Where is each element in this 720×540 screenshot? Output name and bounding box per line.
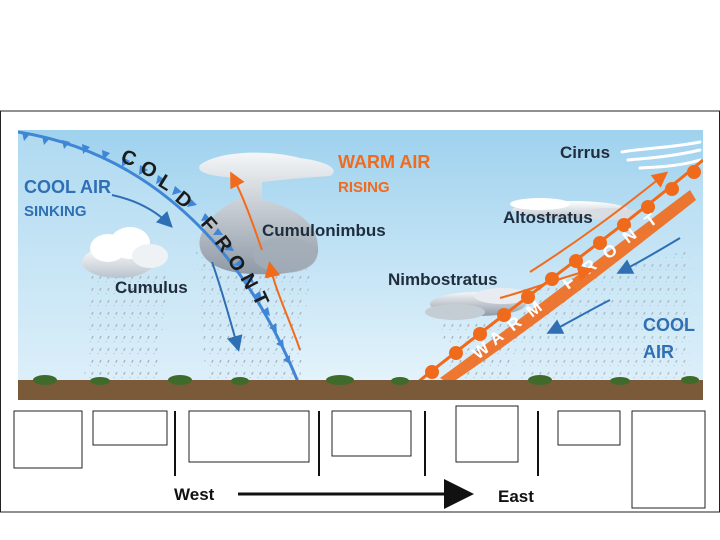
answer-box-2[interactable] [92, 410, 168, 446]
airflow-arrows [111, 171, 681, 352]
cold-front-line [18, 130, 300, 382]
cumulus-cloud [82, 227, 168, 278]
answer-box-3[interactable] [188, 410, 310, 463]
warm-front-band [440, 190, 696, 382]
ground-shrubs [33, 375, 699, 385]
cirrus-cloud [620, 140, 702, 170]
cirrus-label: Cirrus [560, 143, 610, 162]
cool-air-sinking-label-2: SINKING [24, 203, 87, 220]
warm-air-label-2: RISING [338, 179, 390, 196]
cumulus-label: Cumulus [115, 278, 188, 297]
rain-warm-front [520, 250, 690, 380]
nimbostratus-label: Nimbostratus [388, 270, 498, 289]
answer-boxes [13, 405, 706, 509]
cool-air-sinking-label-1: COOL AIR [24, 177, 111, 197]
warm-front-semicircles [425, 165, 701, 379]
answer-box-6[interactable] [557, 410, 621, 446]
answer-box-7[interactable] [631, 410, 706, 509]
divider-lines [174, 411, 539, 476]
altostratus-cloud [510, 198, 640, 220]
answer-box-5[interactable] [455, 405, 519, 463]
cool-air-label-2: AIR [643, 342, 674, 362]
cold-front-triangles [22, 132, 290, 364]
ground [18, 380, 703, 400]
cold-front-letter: C [118, 146, 139, 171]
east-label: East [498, 487, 534, 506]
answer-box-1[interactable] [13, 410, 83, 469]
cumulonimbus-label: Cumulonimbus [262, 221, 386, 240]
altostratus-label: Altostratus [503, 208, 593, 227]
west-label: West [174, 485, 215, 504]
warm-air-label-1: WARM AIR [338, 152, 430, 172]
rain-cumulus [84, 270, 168, 380]
cool-air-label-1: COOL [643, 315, 695, 335]
answer-box-4[interactable] [331, 410, 412, 457]
